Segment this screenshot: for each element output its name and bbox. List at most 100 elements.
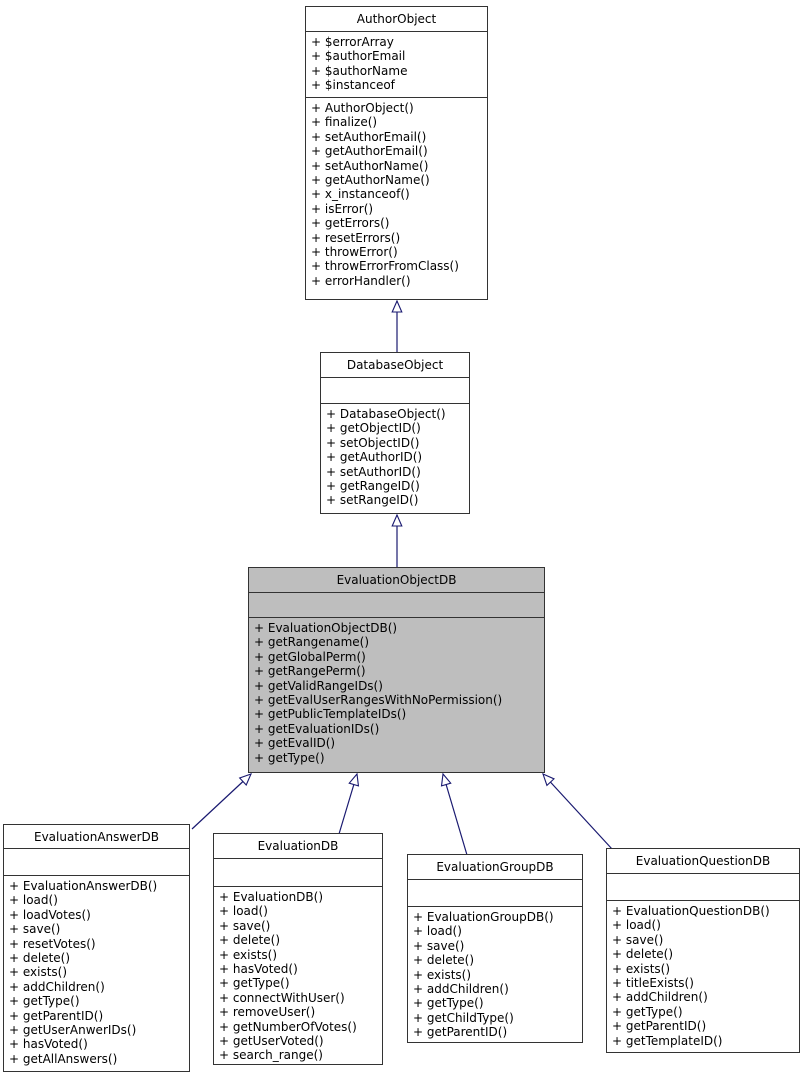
attributes-compartment — [321, 378, 469, 404]
method-row: + setRangeID() — [326, 493, 419, 508]
class-title: EvaluationDB — [214, 834, 382, 859]
attribute-row: + $authorName — [311, 63, 408, 78]
method-row: + getParentID() — [413, 1025, 508, 1040]
method-row: + getType() — [9, 994, 80, 1009]
attribute-row: + $instanceof — [311, 78, 395, 93]
method-row: + getPublicTemplateIDs() — [254, 707, 407, 722]
class-node-EvaluationObjectDB[interactable]: EvaluationObjectDB + EvaluationObjectDB()… — [248, 567, 545, 773]
method-row: + hasVoted() — [9, 1037, 88, 1052]
method-row: + EvaluationQuestionDB() — [612, 904, 770, 918]
method-row: + save() — [612, 932, 664, 947]
method-row: + getRangeID() — [326, 479, 420, 494]
method-row: + removeUser() — [219, 1005, 316, 1020]
methods-compartment: + EvaluationAnswerDB()+ load()+ loadVote… — [4, 876, 189, 1069]
method-row: + getType() — [413, 996, 484, 1011]
method-row: + addChildren() — [9, 979, 105, 994]
method-row: + load() — [9, 893, 58, 908]
methods-compartment: + EvaluationDB()+ load()+ save()+ delete… — [214, 887, 382, 1066]
method-row: + load() — [219, 904, 268, 919]
method-row: + AuthorObject() — [311, 101, 414, 115]
attribute-row: + $authorEmail — [311, 49, 406, 64]
inheritance-arrow-EvaluationDB-to-EvaluationObjectDB — [338, 772, 360, 835]
method-row: + exists() — [219, 947, 278, 962]
class-title: EvaluationObjectDB — [249, 568, 544, 593]
attributes-compartment — [607, 874, 799, 901]
attributes-compartment — [214, 859, 382, 887]
class-title: EvaluationQuestionDB — [607, 849, 799, 874]
method-row: + getChildType() — [413, 1010, 514, 1025]
method-row: + getType() — [612, 1004, 683, 1019]
class-title: EvaluationAnswerDB — [4, 825, 189, 849]
method-row: + setObjectID() — [326, 435, 420, 450]
methods-compartment: + EvaluationObjectDB()+ getRangename()+ … — [249, 618, 544, 768]
inheritance-arrow-EvaluationGroupDB-to-EvaluationObjectDB — [440, 772, 468, 856]
method-row: + load() — [413, 924, 462, 939]
method-row: + getUserVoted() — [219, 1034, 324, 1049]
method-row: + isError() — [311, 201, 374, 216]
method-row: + EvaluationGroupDB() — [413, 910, 554, 924]
method-row: + errorHandler() — [311, 273, 411, 288]
class-node-EvaluationGroupDB[interactable]: EvaluationGroupDB+ EvaluationGroupDB()+ … — [407, 854, 583, 1043]
method-row: + getRangePerm() — [254, 664, 366, 679]
method-row: + save() — [413, 938, 465, 953]
method-row: + save() — [9, 922, 61, 937]
class-node-AuthorObject[interactable]: AuthorObject+ $errorArray+ $authorEmail+… — [305, 6, 488, 300]
attributes-compartment — [4, 849, 189, 876]
method-row: + delete() — [413, 953, 475, 968]
method-row: + exists() — [413, 967, 472, 982]
method-row: + getErrors() — [311, 216, 390, 231]
method-row: + getEvaluationIDs() — [254, 721, 380, 736]
method-row: + save() — [219, 918, 271, 933]
method-row: + EvaluationAnswerDB() — [9, 879, 158, 893]
method-row: + getType() — [254, 750, 325, 765]
method-row: + getObjectID() — [326, 421, 421, 436]
method-row: + getParentID() — [612, 1019, 707, 1034]
method-row: + getEvalID() — [254, 736, 336, 751]
method-row: + setAuthorEmail() — [311, 129, 427, 144]
inheritance-arrow-EvaluationAnswerDB-to-EvaluationObjectDB — [191, 773, 253, 830]
inheritance-arrow-EvaluationQuestionDB-to-EvaluationObjectDB — [542, 772, 613, 850]
method-row: + titleExists() — [612, 976, 694, 991]
attribute-row: + $errorArray — [311, 35, 394, 49]
class-node-DatabaseObject[interactable]: DatabaseObject+ DatabaseObject()+ getObj… — [320, 352, 470, 514]
method-row: + getParentID() — [9, 1008, 104, 1023]
method-row: + EvaluationObjectDB() — [254, 621, 398, 635]
method-row: + getRangename() — [254, 635, 370, 650]
method-row: + delete() — [219, 933, 281, 948]
method-row: + delete() — [9, 951, 71, 966]
class-node-EvaluationAnswerDB[interactable]: EvaluationAnswerDB + EvaluationAnswerDB()… — [3, 824, 190, 1072]
method-row: + delete() — [612, 947, 674, 962]
method-row: + setAuthorName() — [311, 158, 429, 173]
method-row: + DatabaseObject() — [326, 407, 446, 421]
method-row: + resetVotes() — [9, 936, 96, 951]
method-row: + exists() — [612, 961, 671, 976]
method-row: + getAuthorEmail() — [311, 144, 428, 159]
class-node-EvaluationQuestionDB[interactable]: EvaluationQuestionDB + EvaluationQuestion… — [606, 848, 800, 1053]
method-row: + getGlobalPerm() — [254, 649, 366, 664]
method-row: + addChildren() — [612, 990, 708, 1005]
method-row: + loadVotes() — [9, 907, 91, 922]
class-title: EvaluationGroupDB — [408, 855, 582, 880]
method-row: + getValidRangeIDs() — [254, 678, 383, 693]
method-row: + getAllAnswers() — [9, 1051, 118, 1066]
method-row: + EvaluationDB() — [219, 890, 324, 904]
method-row: + connectWithUser() — [219, 990, 345, 1005]
method-row: + getUserAnwerIDs() — [9, 1023, 137, 1038]
methods-compartment: + DatabaseObject()+ getObjectID()+ setOb… — [321, 404, 469, 511]
method-row: + throwError() — [311, 245, 398, 260]
attributes-compartment — [249, 593, 544, 618]
method-row: + finalize() — [311, 115, 378, 130]
methods-compartment: + EvaluationQuestionDB()+ load()+ save()… — [607, 901, 799, 1051]
methods-compartment: + AuthorObject()+ finalize()+ setAuthorE… — [306, 98, 487, 291]
method-row: + getEvalUserRangesWithNoPermission() — [254, 693, 503, 708]
method-row: + getAuthorID() — [326, 450, 423, 465]
attributes-compartment: + $errorArray+ $authorEmail+ $authorName… — [306, 32, 487, 98]
method-row: + setAuthorID() — [326, 464, 421, 479]
method-row: + x_instanceof() — [311, 187, 410, 202]
class-node-EvaluationDB[interactable]: EvaluationDB + EvaluationDB()+ load()+ sa… — [213, 833, 383, 1065]
method-row: + getAuthorName() — [311, 173, 430, 188]
method-row: + addChildren() — [413, 982, 509, 997]
method-row: + load() — [612, 918, 661, 933]
method-row: + hasVoted() — [219, 962, 298, 977]
